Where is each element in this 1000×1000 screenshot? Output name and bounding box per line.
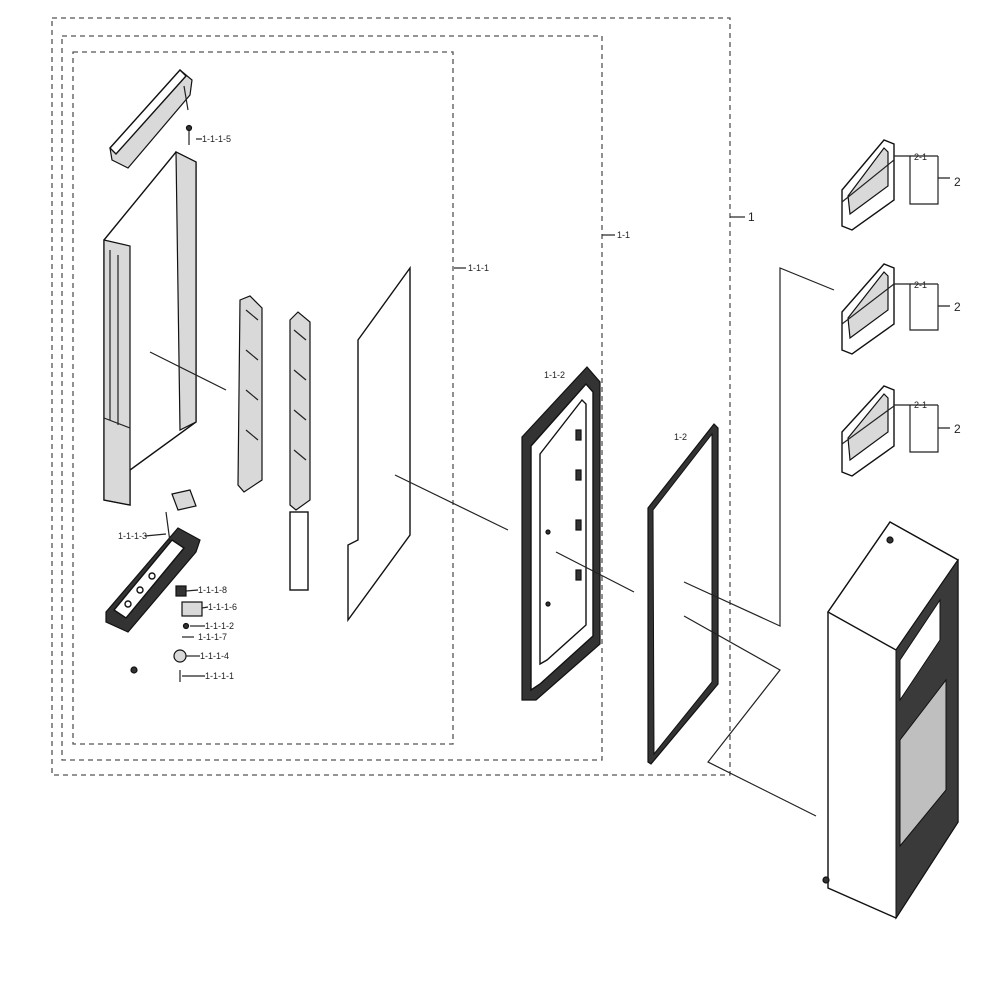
refrigerator-cabinet [822,521,960,920]
screw-1-1-1-3 [165,511,171,543]
assembly-1-1-1-boundary [72,51,454,745]
door-inner-liner [521,366,601,701]
label-1: 1 [748,210,755,224]
label-2-1-top: 2-1 [914,152,927,162]
door-bin-1 [841,139,895,231]
label-1-2: 1-2 [674,432,687,442]
door-side-trim-right [289,311,311,591]
insulation-sheet [347,265,411,623]
label-2-1-bottom: 2-1 [914,400,927,410]
label-1-1-1: 1-1-1 [468,263,489,273]
bolt-part [130,666,138,674]
label-1-1: 1-1 [617,230,630,240]
label-1-1-1-8: 1-1-1-8 [198,585,227,595]
door-bin-3 [841,385,895,477]
part-1-1-1-6 [181,601,203,617]
label-1-1-1-7: 1-1-1-7 [198,632,227,642]
assembly-1-boundary [51,17,731,776]
assembly-1-1-boundary [61,35,603,761]
door-outer-panel [103,151,197,506]
label-1-1-1-6: 1-1-1-6 [208,602,237,612]
hinge-bracket [171,489,197,511]
label-1-1-1-1: 1-1-1-1 [205,671,234,681]
label-1-1-1-4: 1-1-1-4 [200,651,229,661]
label-1-1-1-5: 1-1-1-5 [202,134,231,144]
screw-1-1-1-5 [185,124,193,145]
part-1-1-1-2 [182,622,190,630]
part-1-1-1-4 [173,649,187,663]
label-1-1-2: 1-1-2 [544,370,565,380]
door-bin-2 [841,263,895,355]
leader-lines [144,138,950,817]
top-cap-cover [109,68,193,169]
label-2-bottom: 2 [954,422,961,436]
door-side-trim-left [237,295,263,493]
part-1-1-1-8 [175,585,187,597]
label-2-middle: 2 [954,300,961,314]
label-1-1-1-3: 1-1-1-3 [118,531,147,541]
label-2-1-middle: 2-1 [914,280,927,290]
bottom-cap-cover [105,527,201,633]
door-gasket [647,423,719,765]
label-1-1-1-2: 1-1-1-2 [205,621,234,631]
label-2-top: 2 [954,175,961,189]
